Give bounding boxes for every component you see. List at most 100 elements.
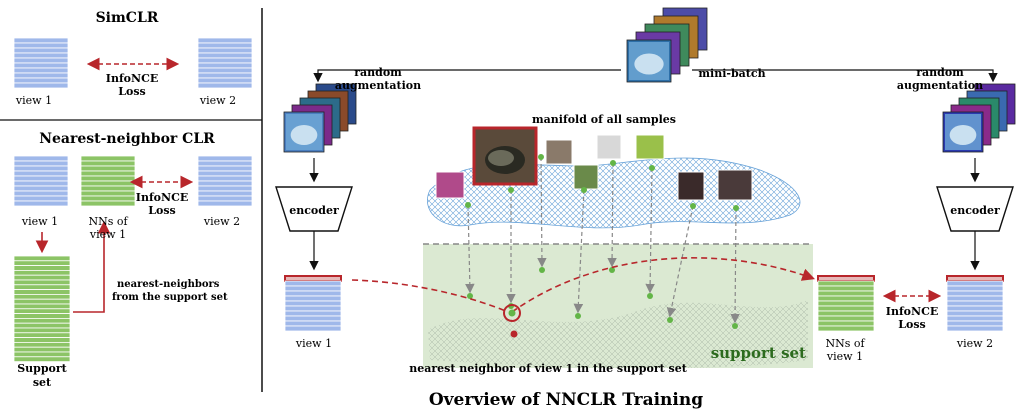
nnclr-support-row	[13, 327, 71, 334]
main-nn-row	[817, 305, 875, 312]
nnclr-nn-row	[80, 170, 136, 177]
nnclr-view2-row	[197, 165, 253, 172]
left-aug-subject	[290, 125, 318, 145]
main-view1-row	[284, 325, 342, 332]
main-view1-row	[284, 320, 342, 327]
simclr-view2-row	[197, 52, 253, 59]
support-point	[575, 313, 581, 319]
nearest-caption: nearest neighbor of view 1 in the suppor…	[409, 362, 688, 375]
minibatch-to-right-arrow	[692, 69, 998, 83]
nearest-neighbor-highlight	[503, 304, 521, 322]
simclr-view2-row	[197, 82, 253, 89]
manifold-point	[538, 154, 544, 160]
piano-thumb	[717, 169, 753, 201]
encoder-right-label: encoder	[950, 204, 1000, 217]
simclr-view2-row	[197, 47, 253, 54]
main-nn-embedding	[817, 275, 875, 332]
nearest-neighbor-point	[508, 309, 516, 317]
projection-line	[573, 189, 585, 314]
nnclr-view1-row	[13, 195, 69, 202]
support-point	[647, 293, 653, 299]
nnclr-view2-label: view 2	[203, 215, 240, 228]
simclr-title: SimCLR	[96, 10, 159, 26]
simclr-loss-line1: InfoNCE	[106, 72, 158, 85]
main-view1-row	[284, 295, 342, 302]
right-augmented-stack	[942, 83, 1016, 153]
main-view2-row	[946, 275, 1004, 282]
mini-batch-subject	[634, 53, 664, 75]
nnclr-support-row	[13, 356, 71, 362]
support-point	[539, 267, 545, 273]
nnclr-nn-line1: NNs of	[88, 215, 128, 228]
nnclr-view1-row	[13, 185, 69, 192]
nnclr-loss-line2: Loss	[148, 204, 175, 217]
simclr-view2-row	[197, 37, 253, 44]
main-view1-row	[284, 310, 342, 317]
aug-right-line1: random	[916, 66, 964, 79]
main-view2-row	[946, 315, 1004, 322]
sample-thumbnails	[435, 126, 753, 201]
support-set-label: support set	[711, 344, 806, 362]
nnclr-support-row	[13, 317, 71, 324]
manifold-point	[465, 202, 471, 208]
manifold-point	[610, 160, 616, 166]
simclr-view2-row	[197, 67, 253, 74]
simclr-view2-row	[197, 42, 253, 49]
projection-line	[465, 204, 475, 294]
manifold-point	[649, 165, 655, 171]
main-view1-embedding	[284, 275, 342, 332]
encoder-left	[275, 186, 353, 232]
simclr-view1-row	[13, 62, 69, 69]
main-nn-row	[817, 285, 875, 292]
main-view2-row	[946, 295, 1004, 302]
nnclr-view2-stack	[197, 155, 253, 207]
nnclr-nn-row	[80, 180, 136, 187]
nnclr-view2-row	[197, 170, 253, 177]
main-view2-row	[946, 320, 1004, 327]
nnclr-view1-row	[13, 160, 69, 167]
support-manifold-mesh	[428, 300, 808, 369]
main-nn-row	[817, 300, 875, 307]
simclr-view2-row	[197, 77, 253, 84]
minibatch-to-left-arrow	[313, 69, 621, 83]
simclr-view1-row	[13, 57, 69, 64]
view1-to-support-curve	[351, 279, 509, 313]
main-loss-line1: InfoNCE	[886, 305, 938, 318]
support-point	[667, 317, 673, 323]
manifold-point	[690, 203, 696, 209]
projection-line	[607, 162, 617, 268]
nnclr-support-row	[13, 337, 71, 343]
nnclr-support-stack	[13, 255, 71, 362]
nnclr-nn-row	[80, 190, 136, 197]
main-view2-label: view 2	[956, 337, 993, 350]
support-point	[732, 323, 738, 329]
encoder-right	[936, 186, 1014, 232]
nnclr-view1-row	[13, 200, 69, 207]
nnclr-view1-stack	[13, 155, 69, 207]
nnclr-view2-row	[197, 195, 253, 202]
nnclr-nn-row	[80, 195, 136, 202]
support-to-nn-arrow	[73, 220, 111, 313]
nnclr-nn-row	[80, 165, 136, 172]
simclr-view2-row	[197, 57, 253, 64]
bowl-thumb	[545, 139, 573, 165]
nnclr-view2-row	[197, 160, 253, 167]
simclr-view1-row	[13, 42, 69, 49]
simclr-view1-label: view 1	[15, 94, 52, 107]
main-view1-row	[284, 290, 342, 297]
nnclr-view2-row	[197, 175, 253, 182]
main-view2-row	[946, 300, 1004, 307]
main-view2-row	[946, 325, 1004, 332]
main-nn-row	[817, 325, 875, 332]
main-nn-line1: NNs of	[825, 337, 865, 350]
nnclr-view1-row	[13, 180, 69, 187]
nnclr-support-row	[13, 269, 71, 276]
simclr-view1-row	[13, 52, 69, 59]
simclr-view2-stack	[197, 37, 253, 89]
nnclr-support-row	[13, 346, 71, 353]
nnclr-loss-line1: InfoNCE	[136, 191, 188, 204]
nnclr-nn-row	[80, 155, 136, 162]
tortoise-pattern	[488, 150, 514, 166]
main-view1-row	[284, 315, 342, 322]
